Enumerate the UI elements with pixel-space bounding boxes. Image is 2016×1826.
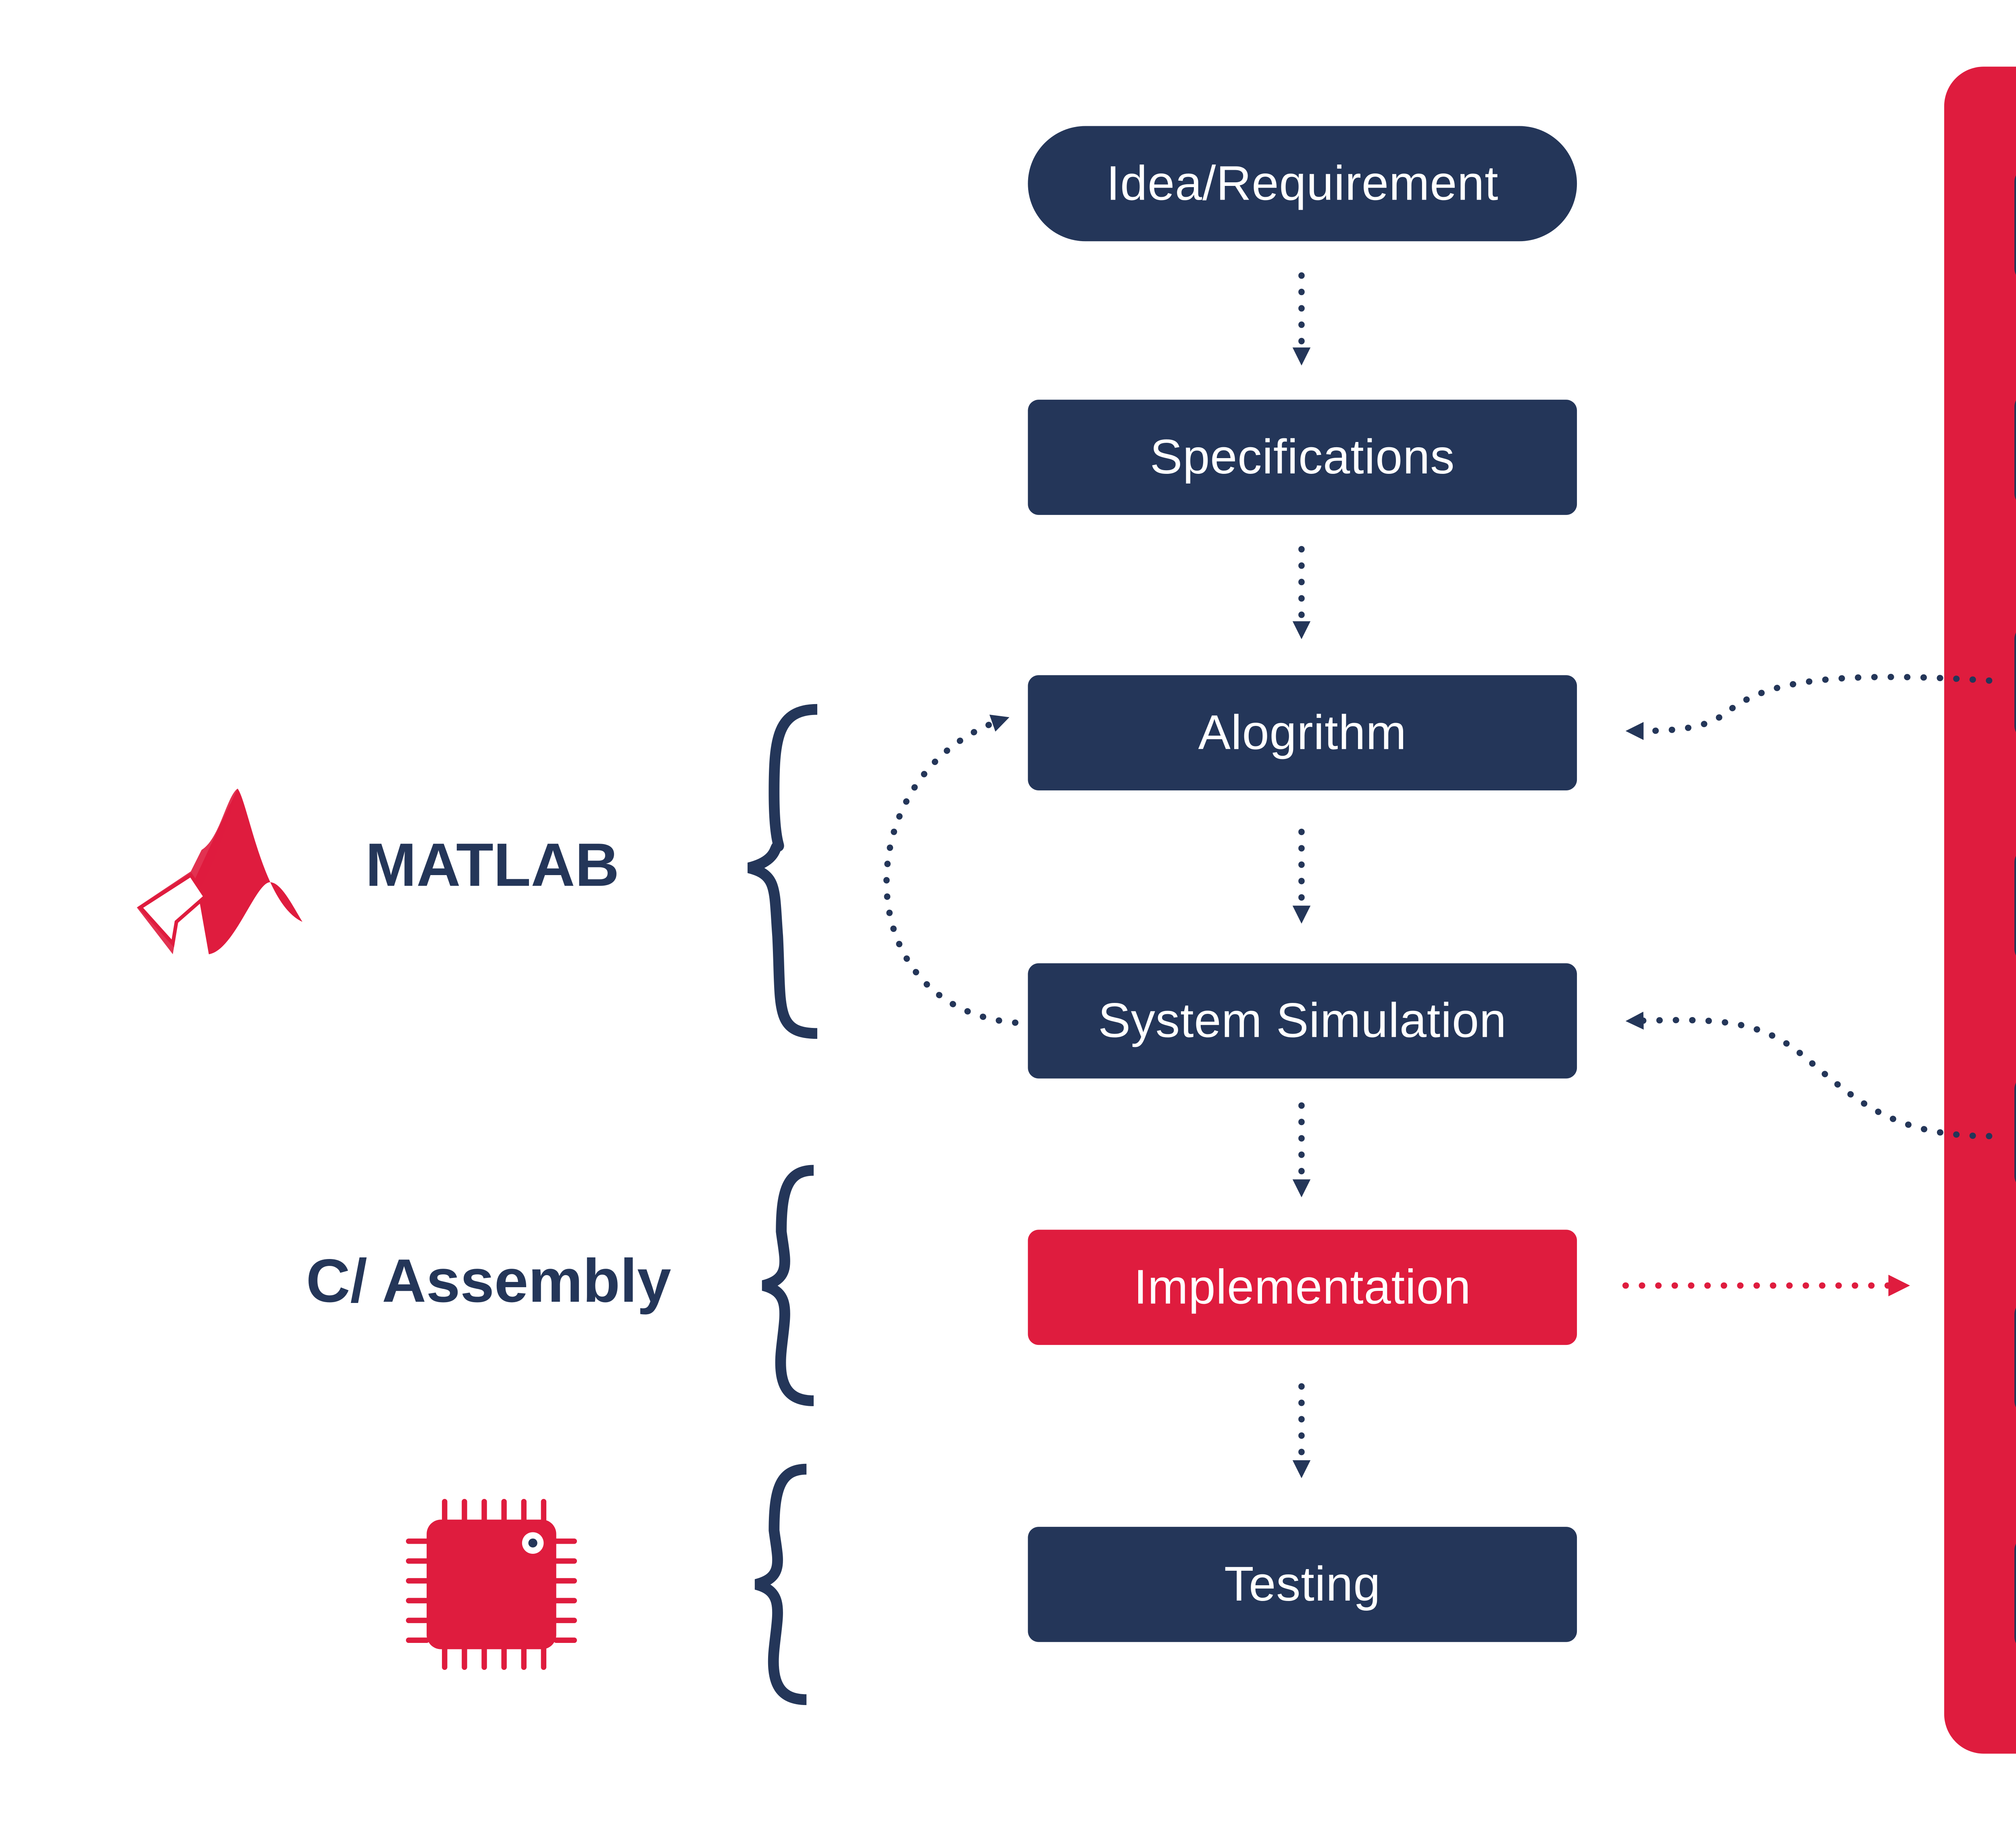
detail-step-release[interactable]: Release [2014, 1536, 2016, 1651]
curly-brace-icon [762, 1165, 814, 1406]
step-testing[interactable]: Testing [1028, 1527, 1577, 1642]
step-system-simulation[interactable]: System Simulation [1028, 963, 1577, 1079]
detail-step-algorithm-context[interactable]: Alogrithm Context [2014, 167, 2016, 283]
detail-step-cycle-estimation[interactable]: Cycle Estimation [2014, 848, 2016, 963]
detail-step-fixed-point-feasibility[interactable]: Fixed Point Fesibility [2014, 625, 2016, 740]
matlab-logo-icon [137, 788, 303, 955]
step-specifications[interactable]: Specifications [1028, 400, 1577, 515]
step-implementation[interactable]: Implementation [1028, 1230, 1577, 1345]
step-idea-requirement[interactable]: Idea/Requirement [1028, 126, 1577, 242]
curly-brace-icon [747, 704, 818, 1039]
c-assembly-label: C/ Assembly [306, 1248, 671, 1316]
connector-cdev-to-simulation [1625, 1011, 1993, 1140]
detail-step-assembly[interactable]: Assembly [2014, 1300, 2016, 1415]
microchip-icon [406, 1499, 577, 1670]
detail-step-c-development[interactable]: C Development [2014, 1075, 2016, 1190]
curly-brace-icon [754, 1463, 807, 1705]
connector-fixedpoint-to-algorithm [1625, 673, 1993, 740]
step-algorithm[interactable]: Alogrithm [1028, 675, 1577, 791]
matlab-label: MATLAB [365, 832, 619, 900]
connector-simulation-loop-to-algorithm [883, 715, 1018, 1026]
detail-step-interfaces-test-vectors[interactable]: Interfaces Test Vectors [2014, 392, 2016, 508]
detail-panel [1944, 67, 2016, 1754]
